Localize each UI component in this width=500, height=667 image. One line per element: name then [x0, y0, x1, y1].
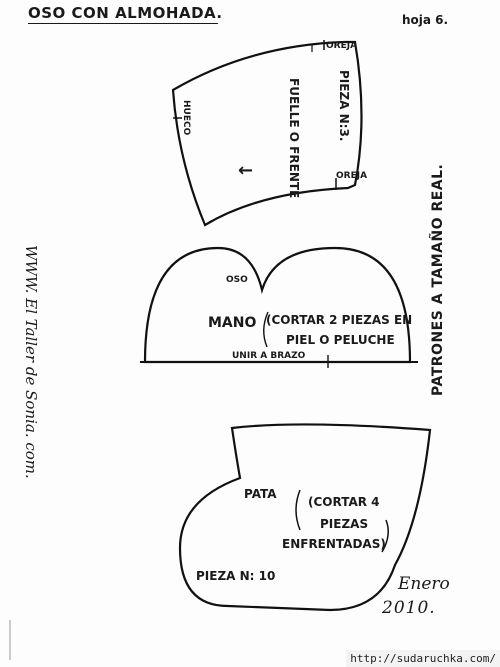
foot-outline: [178, 423, 432, 612]
hand-outline: [143, 246, 412, 364]
page-title: OSO CON ALMOHADA.: [28, 4, 223, 22]
piece3-label-oreja-top: OREJA: [326, 41, 358, 51]
pattern-size-note: PATRONES A TAMAÑO REAL.: [430, 163, 446, 396]
piece3-piece-number: PIEZA N:3.: [337, 70, 351, 142]
date-year: 2010.: [382, 598, 436, 618]
sheet-number: hoja 6.: [402, 13, 449, 27]
hand-label-oso: OSO: [226, 275, 248, 285]
date-month: Enero: [398, 574, 450, 594]
foot-instructions-line3: ENFRENTADAS): [282, 537, 386, 551]
foot-instructions-line2: PIEZAS: [320, 517, 369, 531]
foot-piece-name: PATA: [244, 487, 277, 501]
website-note: WWW. El Taller de Sonia. com.: [22, 245, 40, 479]
hand-piece-name: MANO: [208, 315, 257, 331]
title-underline: [28, 23, 218, 24]
foot-instructions-line1: (CORTAR 4: [308, 495, 380, 509]
foot-piece-number: PIEZA N: 10: [196, 569, 276, 583]
piece3-outline: [171, 40, 363, 227]
watermark-url: http://sudaruchka.com/: [346, 650, 500, 667]
piece3-label-oreja-bottom: OREJA: [336, 171, 368, 181]
piece3-label-hueco: HUECO: [181, 100, 191, 136]
grain-arrow-icon: ←: [238, 160, 254, 181]
hand-edge-label: UNIR A BRAZO: [232, 351, 306, 361]
hand-instructions-line1: (CORTAR 2 PIEZAS EN: [266, 313, 413, 327]
hand-instructions-line2: PIEL O PELUCHE: [286, 333, 395, 347]
piece3-name: FUELLE O FRENTE: [287, 78, 301, 199]
